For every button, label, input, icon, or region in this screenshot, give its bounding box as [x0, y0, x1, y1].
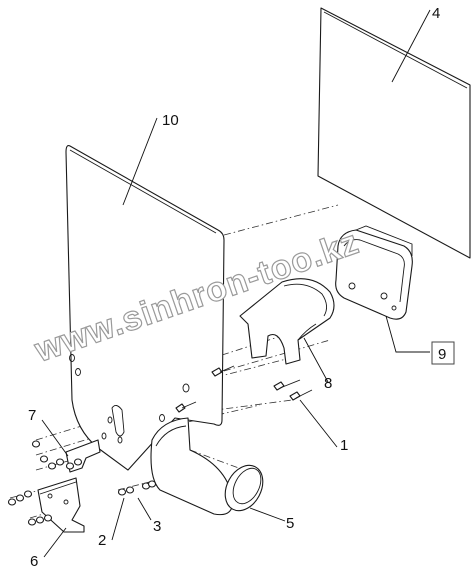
lower-mounting-plate — [150, 417, 234, 516]
callout-6: 6 — [30, 553, 38, 570]
callout-9-box — [431, 341, 455, 365]
callout-1: 1 — [340, 437, 348, 454]
callout-8: 8 — [324, 375, 332, 392]
callout-5: 5 — [286, 515, 294, 532]
washers-and-nuts — [7, 440, 157, 526]
callout-4: 4 — [432, 5, 440, 22]
callout-2: 2 — [98, 532, 106, 549]
callout-3: 3 — [153, 518, 161, 535]
part-8-bracket — [239, 278, 335, 365]
callout-7: 7 — [28, 407, 36, 424]
part-9-lamp-unit — [335, 225, 413, 320]
callout-labels: 4 10 9 8 1 5 3 2 7 6 — [28, 5, 455, 570]
part-5-reflector-disc — [224, 464, 264, 512]
part-10-mudflap — [65, 145, 225, 471]
leader-lines — [41, 9, 431, 558]
part-1-bolts — [175, 365, 313, 413]
part-6-lower-bracket — [37, 477, 85, 533]
callout-10: 10 — [162, 112, 179, 129]
part-4-rear-panel — [317, 7, 471, 259]
callout-9: 9 — [438, 346, 446, 363]
